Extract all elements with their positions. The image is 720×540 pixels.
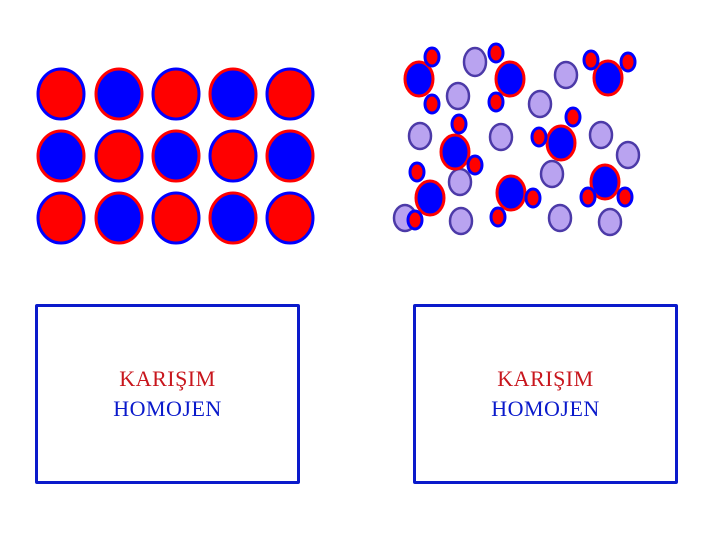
red-particle bbox=[94, 129, 144, 183]
red-particle bbox=[619, 51, 637, 73]
purple-particle bbox=[462, 46, 488, 78]
blue-particle bbox=[208, 67, 258, 121]
blue-particle bbox=[592, 59, 624, 97]
blue-particle bbox=[403, 60, 435, 98]
purple-particle bbox=[488, 122, 514, 152]
red-particle bbox=[423, 46, 441, 68]
mixture-label: KARIŞIM bbox=[497, 366, 594, 391]
red-particle bbox=[530, 126, 548, 148]
red-particle bbox=[489, 206, 507, 228]
homogeneous-label: HOMOJEN bbox=[113, 396, 222, 421]
red-particle bbox=[265, 67, 315, 121]
red-particle bbox=[582, 49, 600, 71]
blue-particle bbox=[414, 179, 446, 217]
purple-particle bbox=[597, 207, 623, 237]
red-particle bbox=[36, 191, 86, 245]
red-particle bbox=[423, 93, 441, 115]
red-particle bbox=[151, 191, 201, 245]
purple-particle bbox=[527, 89, 553, 119]
red-particle bbox=[265, 191, 315, 245]
red-particle bbox=[36, 67, 86, 121]
mixture-label: KARIŞIM bbox=[119, 366, 216, 391]
blue-particle bbox=[94, 67, 144, 121]
purple-particle bbox=[547, 203, 573, 233]
red-particle bbox=[406, 209, 424, 231]
blue-particle bbox=[36, 129, 86, 183]
blue-particle bbox=[208, 191, 258, 245]
red-particle bbox=[450, 113, 468, 135]
purple-particle bbox=[588, 120, 614, 150]
purple-particle bbox=[407, 121, 433, 151]
blue-particle bbox=[494, 60, 526, 98]
purple-particle bbox=[447, 167, 473, 197]
blue-particle bbox=[151, 129, 201, 183]
red-particle bbox=[616, 186, 634, 208]
label-box-right: KARIŞIM HOMOJEN bbox=[413, 304, 678, 484]
blue-particle bbox=[545, 124, 577, 162]
homogeneous-label: HOMOJEN bbox=[491, 396, 600, 421]
red-particle bbox=[408, 161, 426, 183]
red-particle bbox=[466, 154, 484, 176]
red-particle bbox=[487, 42, 505, 64]
purple-particle bbox=[445, 81, 471, 111]
purple-particle bbox=[539, 159, 565, 189]
purple-particle bbox=[553, 60, 579, 90]
blue-particle bbox=[94, 191, 144, 245]
red-particle bbox=[564, 106, 582, 128]
purple-particle bbox=[448, 206, 474, 236]
blue-particle bbox=[265, 129, 315, 183]
blue-particle bbox=[439, 133, 471, 171]
purple-particle bbox=[615, 140, 641, 170]
red-particle bbox=[151, 67, 201, 121]
blue-particle bbox=[589, 163, 621, 201]
label-box-left: KARIŞIM HOMOJEN bbox=[35, 304, 300, 484]
red-particle bbox=[579, 186, 597, 208]
blue-particle bbox=[495, 174, 527, 212]
red-particle bbox=[487, 91, 505, 113]
red-particle bbox=[208, 129, 258, 183]
red-particle bbox=[524, 187, 542, 209]
